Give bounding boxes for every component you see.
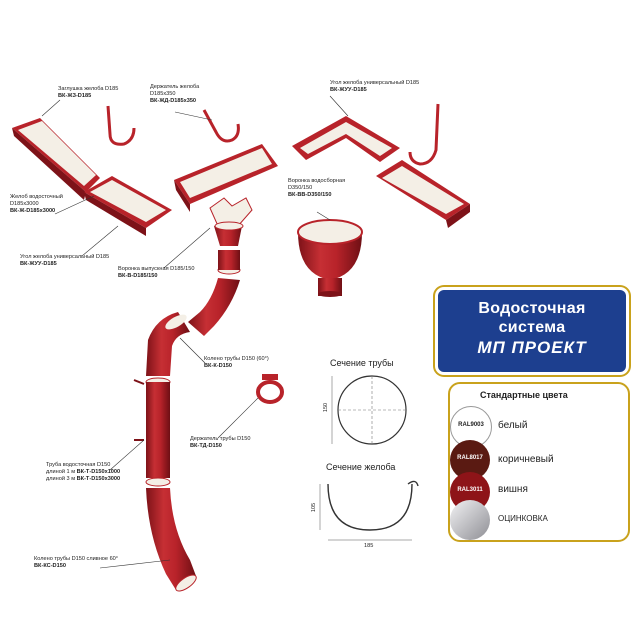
leader-lines: [41, 95, 349, 569]
swatch-zinc: [450, 500, 490, 540]
pipe-cross-section: [331, 375, 407, 445]
gutter-section-width: 185: [364, 543, 374, 549]
color-name-zinc: ОЦИНКОВКА: [498, 514, 548, 523]
pipe-section-dim: 150: [323, 402, 330, 413]
brand-line-3: МП ПРОЕКТ: [477, 338, 587, 357]
label-outlet: Воронка выпускная D185/150 ВК-В-D185/150: [118, 266, 195, 279]
pipe-elbow-lower: [146, 312, 190, 376]
color-legend-title: Стандартные цвета: [480, 390, 568, 400]
bracket-hook-middle: [202, 109, 240, 143]
bracket-hook-right: [408, 103, 440, 166]
color-name-white: белый: [498, 420, 528, 431]
label-pipe-holder: Держатель трубы D150 ВК-ТД-D150: [190, 436, 251, 449]
label-corner-top: Угол желоба универсальный D185 ВК-ЖУУ-D1…: [330, 80, 420, 93]
pipe-elbow-upper: [188, 278, 240, 336]
gutter-section-title: Сечение желоба: [326, 462, 396, 472]
pipe-clip-left: [133, 379, 145, 441]
label-corner-bottom: Угол желоба универсальный D185 ВК-ЖУУ-D1…: [20, 254, 110, 267]
pipe-section-title: Сечение трубы: [330, 358, 394, 368]
gutter-end-cap-piece: [12, 118, 100, 200]
gutter-lower-left-piece: [84, 176, 172, 236]
label-elbow: Колено трубы D150 (60°) ВК-К-D150: [204, 356, 269, 369]
gutter-cross-section: [319, 480, 419, 541]
gutter-top-corner-piece: [292, 116, 400, 162]
label-end-cap: Заглушка желоба D185 ВК-ЖЗ-D185: [58, 86, 119, 99]
color-name-cherry: вишня: [498, 484, 528, 495]
brand-line-2: система: [498, 319, 566, 336]
drain-elbow: [146, 488, 196, 590]
label-drain-elbow: Колено трубы D150 сливное 60° ВК-КС-D150: [34, 556, 119, 569]
bracket-hook-left: [106, 105, 136, 146]
label-funnel: Воронка водосборная D350/150 ВК-ВВ-D350/…: [288, 178, 346, 198]
gutter-section-height: 105: [311, 502, 318, 513]
color-legend: Стандартные цвета RAL9003 белый RAL8017 …: [448, 382, 630, 542]
brand-banner: Водосточная система МП ПРОЕКТ: [438, 290, 626, 372]
downpipe: [145, 377, 171, 487]
gutter-middle-piece: [174, 144, 278, 212]
outlet-funnel: [209, 197, 253, 275]
color-name-brown: коричневый: [498, 454, 554, 465]
label-bracket: Держатель желоба D185x350 ВК-ЖД-D185x350: [150, 84, 200, 104]
collecting-funnel: [297, 219, 363, 297]
pipe-holder-ring: [256, 374, 284, 404]
brand-line-1: Водосточная: [478, 300, 586, 317]
label-pipe: Труба водосточная D150 длиной 1 м ВК-Т-D…: [46, 462, 121, 482]
label-gutter: Желоб водосточный D185x3000 ВК-Ж-D185x30…: [10, 194, 63, 214]
gutter-right-piece: [376, 160, 470, 228]
